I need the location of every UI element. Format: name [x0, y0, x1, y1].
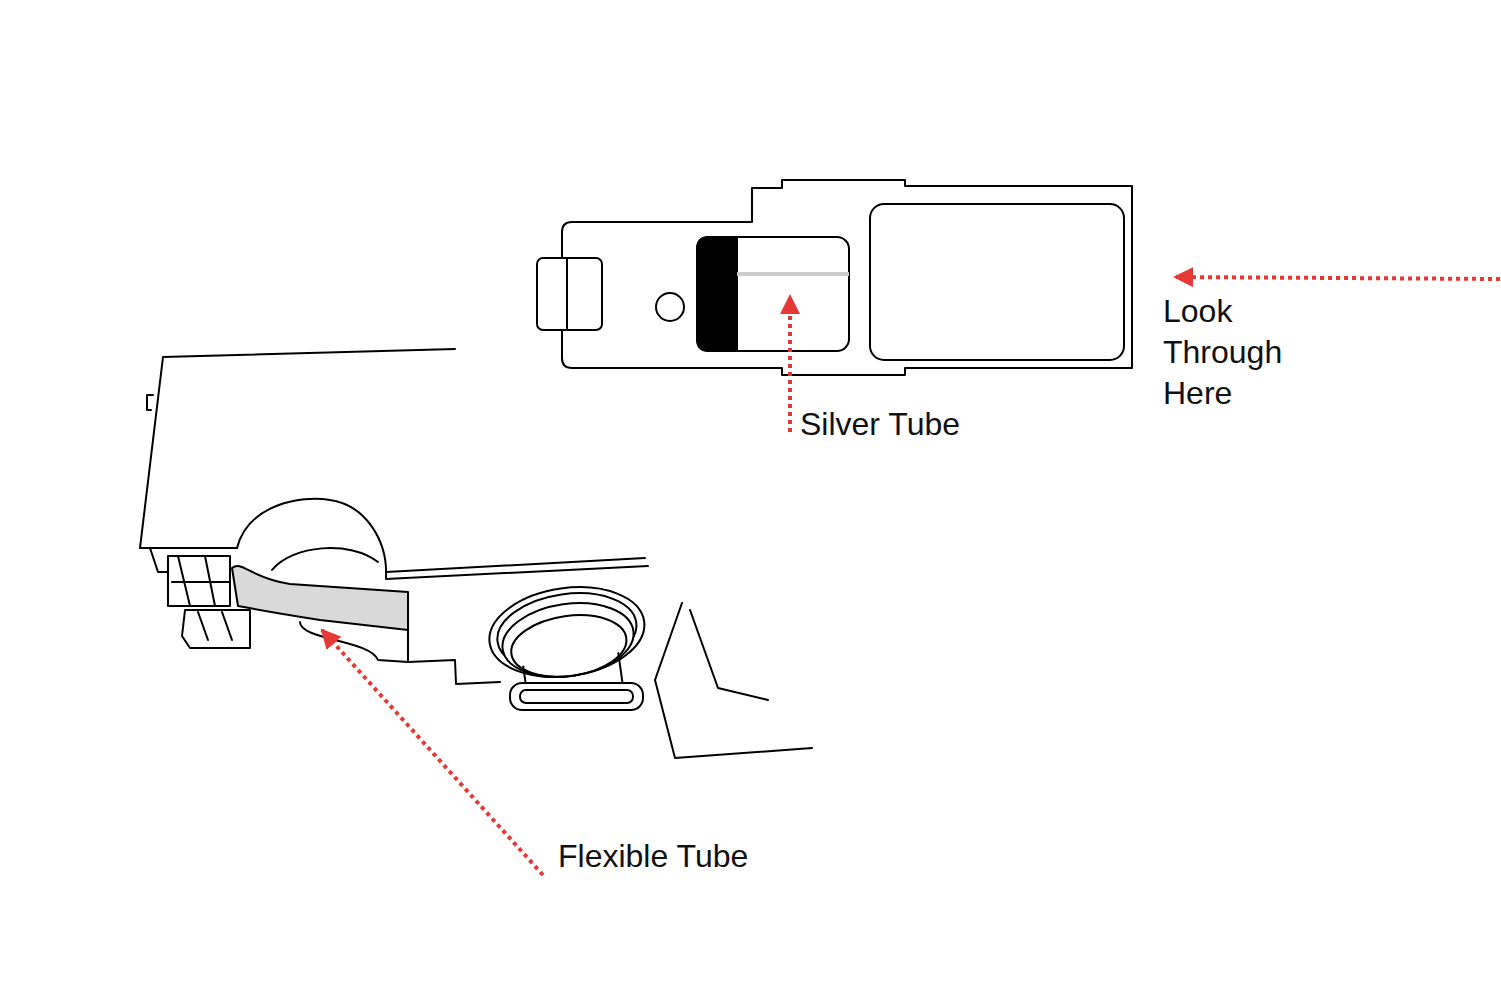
- silver-tube: [737, 272, 849, 276]
- leader-line: [322, 630, 543, 875]
- cartridge-outline: [562, 180, 1132, 375]
- flexible-tube: [232, 566, 408, 630]
- clip-detail: [198, 612, 232, 640]
- body-edge: [386, 558, 645, 572]
- black-band: [697, 237, 737, 351]
- cartridge-tab: [537, 258, 602, 330]
- body-lower: [300, 622, 408, 662]
- window: [697, 237, 849, 351]
- body-tab: [147, 395, 153, 410]
- cartridge-corner: [655, 603, 812, 758]
- view-instruction: Look Through Here: [1163, 291, 1313, 414]
- roller: [237, 499, 386, 578]
- lower-clip: [182, 610, 250, 648]
- ink-port: [484, 578, 653, 701]
- leader-lines: [322, 277, 1500, 875]
- port-outlet: [510, 683, 643, 710]
- port-outlet-inner: [520, 690, 633, 703]
- clip-detail: [172, 556, 230, 606]
- side-view-cartridge: [140, 349, 812, 758]
- tab-line: [566, 258, 568, 330]
- body-outline: [140, 349, 455, 572]
- view-arrow: [1175, 277, 1500, 279]
- hole: [656, 293, 684, 321]
- roller-inner: [272, 548, 378, 570]
- part-label: Flexible Tube: [558, 836, 818, 877]
- part-label: Silver Tube: [800, 404, 1040, 445]
- cartridge-corner: [690, 610, 768, 700]
- top-view-cartridge: [537, 180, 1132, 375]
- body-edge: [150, 547, 237, 549]
- leader-line: [788, 296, 792, 432]
- label-panel: [870, 204, 1124, 360]
- body-lower: [408, 660, 500, 684]
- body-edge: [386, 566, 648, 579]
- clip: [168, 556, 230, 606]
